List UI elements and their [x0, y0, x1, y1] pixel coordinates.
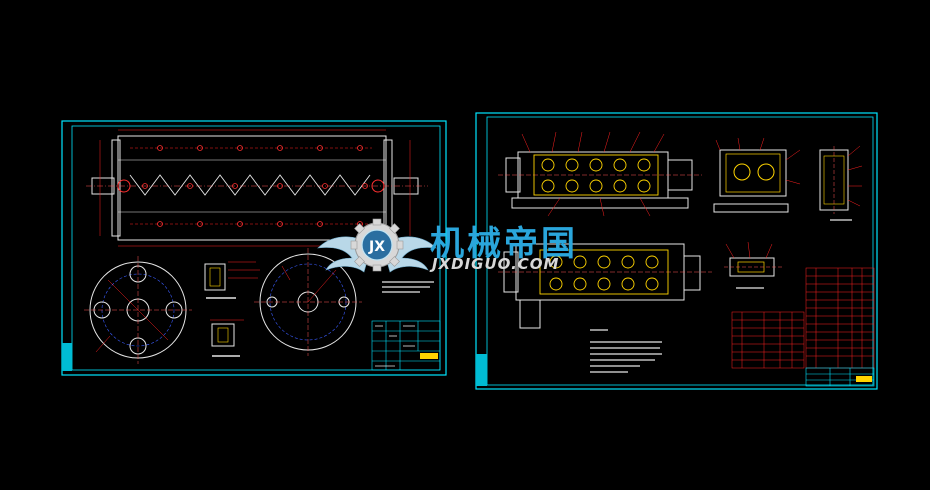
sheet-tab-left	[62, 343, 72, 371]
watermark-domain-text: JXDIGUO.COM	[432, 255, 560, 273]
left-end-view	[84, 256, 192, 364]
sheet-tab-right	[476, 354, 487, 386]
assembly-front-view	[498, 243, 712, 329]
watermark-logo: JX	[317, 218, 437, 273]
main-section-view	[86, 129, 428, 247]
detail-view	[724, 241, 782, 289]
logo-letters: JX	[368, 239, 385, 255]
assembly-top-view	[498, 131, 702, 217]
parts-list-lower	[731, 311, 805, 369]
detail-section-b	[210, 319, 244, 357]
watermark-chinese-title: 机械帝国	[430, 224, 578, 264]
right-end-view	[254, 248, 362, 356]
left-notes-block	[382, 281, 434, 293]
parts-list-upper	[805, 267, 875, 369]
gear-icon: JX	[350, 218, 404, 272]
left-title-block	[371, 320, 441, 371]
end-view	[819, 145, 863, 221]
right-drawing-sheet	[475, 112, 878, 390]
right-title-block	[805, 367, 875, 387]
bolt-holes-row	[142, 145, 368, 227]
right-notes-block	[590, 329, 662, 373]
side-view	[713, 137, 801, 213]
left-drawing-sheet	[61, 120, 447, 376]
detail-section-a	[204, 261, 260, 299]
